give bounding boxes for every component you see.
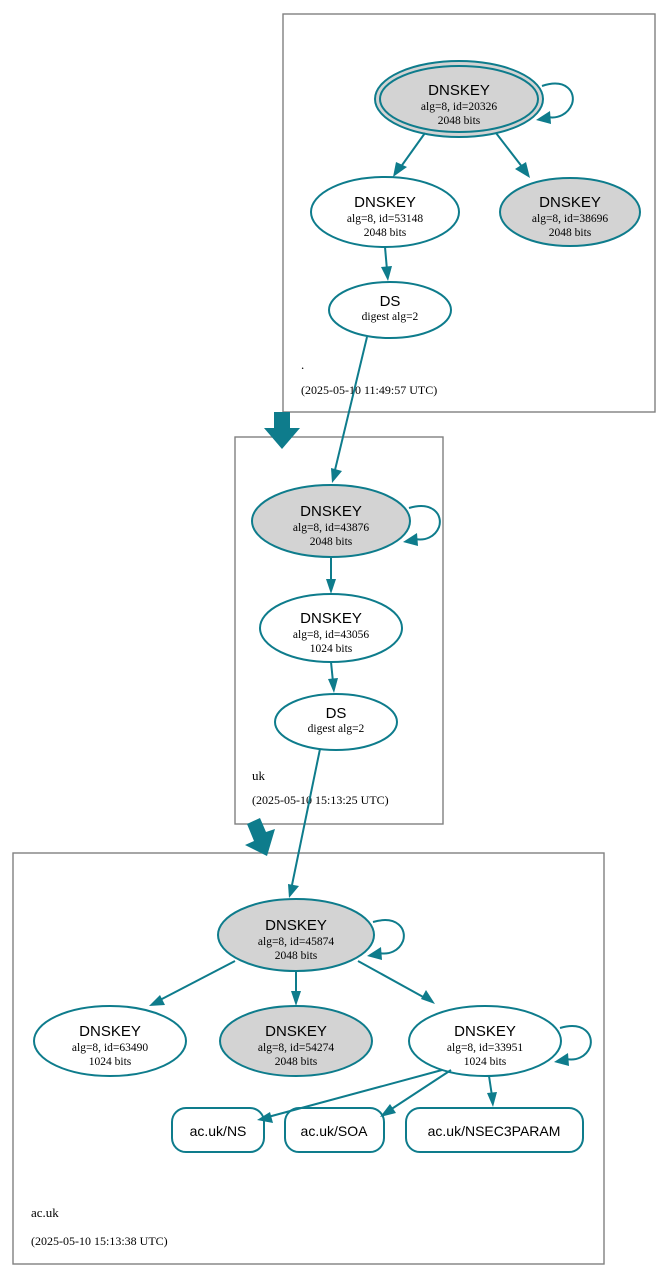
edge-uk-ds-to-acuk-ksk <box>288 748 321 898</box>
node-digest-alg: digest alg=2 <box>362 311 419 323</box>
rrset-box <box>284 1107 385 1153</box>
node-bits: 2048 bits <box>310 536 353 548</box>
rrset-label: ac.uk/NS <box>190 1123 247 1139</box>
node-dnskey-45874[interactable]: DNSKEY alg=8, id=45874 2048 bits <box>217 898 405 972</box>
node-bits: 2048 bits <box>275 1056 318 1068</box>
edge-root-ds-to-uk-ksk <box>331 336 368 483</box>
node-ring <box>33 1005 187 1077</box>
edge-root-ksk-to-38696 <box>495 132 530 178</box>
node-bits: 2048 bits <box>275 950 318 962</box>
node-alg-id: alg=8, id=38696 <box>532 213 608 225</box>
rrset-label: ac.uk/SOA <box>301 1123 369 1139</box>
edge-33951-to-ns <box>257 1069 443 1123</box>
zone-timestamp-uk: (2025-05-10 15:13:25 UTC) <box>252 793 389 807</box>
node-dnskey-20326[interactable]: DNSKEY alg=8, id=20326 2048 bits <box>374 60 574 138</box>
node-bits: 1024 bits <box>89 1056 132 1068</box>
node-ds-uk[interactable]: DS digest alg=2 <box>274 693 398 751</box>
node-title: DNSKEY <box>265 1023 327 1040</box>
node-ring <box>408 1005 562 1077</box>
self-sign-loop-icon <box>367 919 405 960</box>
node-rrset-ns[interactable]: ac.uk/NS <box>171 1107 265 1153</box>
edge-uk-zsk-to-ds <box>328 661 338 693</box>
rrset-box <box>405 1107 584 1153</box>
node-alg-id: alg=8, id=33951 <box>447 1042 523 1054</box>
cluster-border-acuk <box>12 852 605 1265</box>
zone-cluster-uk: DNSKEY alg=8, id=43876 2048 bits DNSKEY … <box>234 436 444 825</box>
node-title: DS <box>380 293 401 310</box>
node-title: DNSKEY <box>300 610 362 627</box>
node-title: DNSKEY <box>79 1023 141 1040</box>
edge-acuk-ksk-to-33951 <box>357 960 435 1004</box>
cluster-border-uk <box>234 436 444 825</box>
node-title: DNSKEY <box>454 1023 516 1040</box>
node-dnskey-63490[interactable]: DNSKEY alg=8, id=63490 1024 bits <box>33 1005 187 1077</box>
self-sign-loop-icon <box>536 82 574 124</box>
zone-label-root: . <box>301 357 304 372</box>
node-title: DNSKEY <box>354 194 416 211</box>
zone-label-uk: uk <box>252 768 266 783</box>
node-dnskey-33951[interactable]: DNSKEY alg=8, id=33951 1024 bits <box>408 1005 592 1077</box>
node-title: DNSKEY <box>539 194 601 211</box>
node-inner-ring <box>379 65 539 133</box>
node-ring <box>274 693 398 751</box>
node-dnskey-38696[interactable]: DNSKEY alg=8, id=38696 2048 bits <box>499 177 641 247</box>
zone-cluster-acuk: DNSKEY alg=8, id=45874 2048 bits DNSKEY … <box>12 852 605 1265</box>
edge-33951-to-soa <box>380 1069 452 1117</box>
zone-delegation-arrow-root-to-uk <box>264 412 300 449</box>
node-bits: 2048 bits <box>549 227 592 239</box>
node-alg-id: alg=8, id=45874 <box>258 936 334 948</box>
node-bits: 2048 bits <box>438 115 481 127</box>
cluster-border-root <box>282 13 656 413</box>
node-alg-id: alg=8, id=20326 <box>421 101 497 113</box>
node-dnskey-43056[interactable]: DNSKEY alg=8, id=43056 1024 bits <box>259 593 403 663</box>
edge-root-ksk-to-53148 <box>393 132 426 177</box>
rrset-box <box>171 1107 265 1153</box>
node-alg-id: alg=8, id=43056 <box>293 629 369 641</box>
node-title: DNSKEY <box>300 503 362 520</box>
node-title: DNSKEY <box>428 82 490 99</box>
node-ds-root[interactable]: DS digest alg=2 <box>328 281 452 339</box>
node-bits: 1024 bits <box>310 643 353 655</box>
self-sign-loop-icon <box>403 505 441 546</box>
edge-acuk-ksk-to-54274 <box>291 971 301 1006</box>
zone-label-acuk: ac.uk <box>31 1205 59 1220</box>
node-alg-id: alg=8, id=63490 <box>72 1042 148 1054</box>
node-rrset-soa[interactable]: ac.uk/SOA <box>284 1107 385 1153</box>
node-digest-alg: digest alg=2 <box>308 723 365 735</box>
zone-cluster-root: DNSKEY alg=8, id=20326 2048 bits DNSKEY … <box>282 13 656 413</box>
node-dnskey-43876[interactable]: DNSKEY alg=8, id=43876 2048 bits <box>251 484 441 558</box>
node-title: DS <box>326 705 347 722</box>
node-bits: 1024 bits <box>464 1056 507 1068</box>
node-bits: 2048 bits <box>364 227 407 239</box>
node-alg-id: alg=8, id=53148 <box>347 213 423 225</box>
zone-timestamp-root: (2025-05-10 11:49:57 UTC) <box>301 383 437 397</box>
node-alg-id: alg=8, id=43876 <box>293 522 369 534</box>
node-ring <box>499 177 641 247</box>
node-title: DNSKEY <box>265 917 327 934</box>
rrset-label: ac.uk/NSEC3PARAM <box>428 1123 561 1139</box>
self-sign-loop-icon <box>554 1025 592 1066</box>
node-ring <box>328 281 452 339</box>
node-dnskey-54274[interactable]: DNSKEY alg=8, id=54274 2048 bits <box>219 1005 373 1077</box>
edge-acuk-ksk-to-63490 <box>149 960 236 1006</box>
zone-timestamp-acuk: (2025-05-10 15:13:38 UTC) <box>31 1234 168 1248</box>
edge-53148-to-ds <box>381 246 392 281</box>
edge-33951-to-nsec3param <box>487 1075 497 1107</box>
node-dnskey-53148[interactable]: DNSKEY alg=8, id=53148 2048 bits <box>310 176 460 248</box>
node-rrset-nsec3param[interactable]: ac.uk/NSEC3PARAM <box>405 1107 584 1153</box>
zone-delegation-arrow-uk-to-acuk <box>245 818 275 856</box>
edge-uk-ksk-to-zsk <box>326 557 336 594</box>
node-alg-id: alg=8, id=54274 <box>258 1042 334 1054</box>
